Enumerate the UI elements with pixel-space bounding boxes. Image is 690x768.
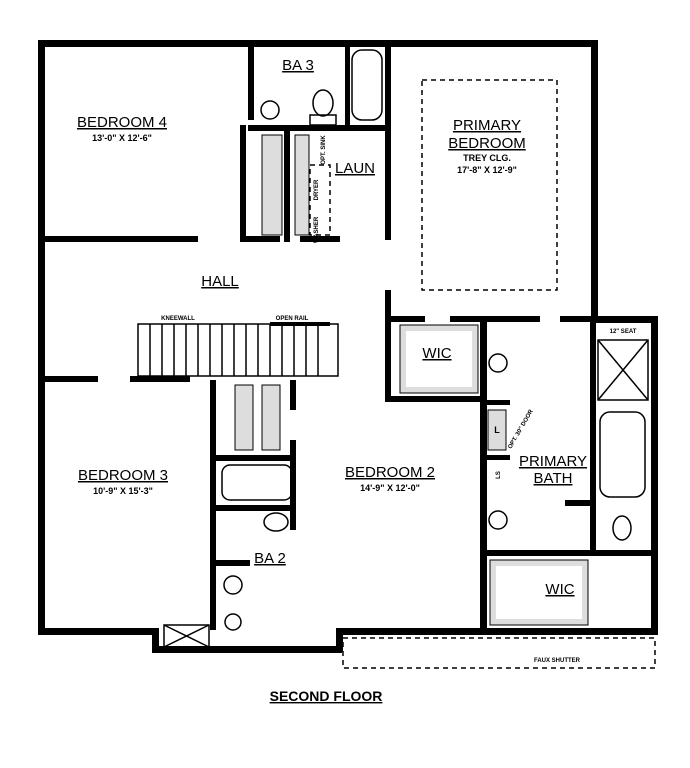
room-dims-bedroom3: 10'-9" X 15'-3"	[93, 486, 153, 496]
room-name-primary-bedroom-2: BEDROOM	[448, 135, 526, 152]
floor-title: SECOND FLOOR	[270, 688, 383, 704]
seat-label: 12" SEAT	[610, 329, 637, 335]
room-dims-bedroom2: 14'-9" X 12'-0"	[360, 483, 420, 493]
room-name-wic: WIC	[422, 345, 451, 362]
open-rail-label: OPEN RAIL	[276, 316, 309, 322]
opt-door-label: OPT. 30" DOOR	[507, 408, 535, 450]
room-name-bedroom2: BEDROOM 2	[345, 464, 435, 481]
room-name-bedroom4: BEDROOM 4	[77, 114, 167, 131]
stair-treads	[149, 324, 319, 376]
faux-shutter-label: FAUX SHUTTER	[534, 658, 581, 664]
room-name-primary-bedroom-1: PRIMARY	[453, 117, 521, 134]
room-name-laundry: LAUN	[335, 160, 375, 177]
ceiling-note: TREY CLG.	[463, 153, 511, 163]
linen-label: L	[494, 425, 500, 435]
washer-label: WASHER	[314, 216, 320, 243]
room-dims-bedroom4: 13'-0" X 12'-6"	[92, 133, 152, 143]
room-dims-primary-bedroom: 17'-8" X 12'-9"	[457, 165, 517, 175]
room-name-primary-bath-1: PRIMARY	[519, 453, 587, 470]
dryer-label: DRYER	[314, 179, 320, 200]
room-name-bedroom3: BEDROOM 3	[78, 467, 168, 484]
room-name-ba2: BA 2	[254, 550, 286, 567]
walls	[38, 40, 658, 653]
room-name-primary-bath-2: BATH	[534, 470, 573, 487]
room-name-hall: HALL	[201, 273, 239, 290]
linen2-label: LS	[496, 471, 502, 479]
kneewall-label: KNEEWALL	[161, 316, 195, 322]
opt-sink-label: OPT. SINK	[321, 135, 327, 165]
fixtures	[137, 49, 656, 669]
room-name-ba3: BA 3	[282, 57, 314, 74]
room-name-wic-2: WIC	[545, 581, 574, 598]
